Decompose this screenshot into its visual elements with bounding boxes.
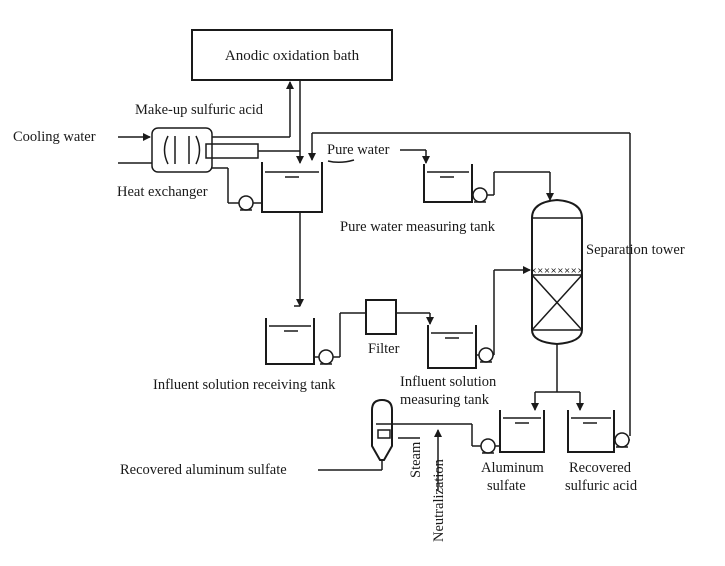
influent-measuring-label-2: measuring tank — [400, 392, 490, 408]
anodic-oxidation-bath: Anodic oxidation bath — [191, 29, 393, 81]
recovered-acid-tank — [567, 410, 615, 453]
influent-measuring-tank — [427, 325, 477, 369]
influent-receiving-label: Influent solution receiving tank — [153, 377, 336, 393]
recovered-acid-label-2: sulfuric acid — [565, 478, 638, 494]
makeup-acid-tube — [205, 143, 259, 159]
separation-tower-label: Separation tower — [586, 242, 685, 258]
recovered-al-label: Recovered aluminum sulfate — [120, 462, 287, 478]
pure-water-tank-label: Pure water measuring tank — [340, 219, 496, 235]
pure-water-measuring-tank — [423, 164, 473, 203]
influent-receiving-tank — [265, 318, 315, 365]
aluminum-label-2: sulfate — [487, 478, 526, 494]
svg-text:××××××××: ×××××××× — [530, 266, 584, 275]
cooling-water-label: Cooling water — [13, 129, 96, 145]
influent-pump — [476, 266, 531, 363]
crystallizer — [371, 398, 396, 461]
heat-exchanger-label: Heat exchanger — [117, 184, 208, 200]
filter-label: Filter — [368, 341, 400, 357]
aluminum-sulfate-tank — [499, 410, 545, 453]
aluminum-pump — [396, 423, 500, 454]
influent-measuring-label-1: Influent solution — [400, 374, 497, 390]
pure-water-squiggle — [327, 159, 355, 164]
pure-water-pump — [472, 171, 554, 203]
aluminum-label-1: Aluminum — [481, 460, 545, 476]
pure-water-label: Pure water — [327, 142, 390, 158]
separation-tower: ×××××××× — [530, 198, 584, 346]
steam-label: Steam — [408, 441, 424, 478]
circulation-tank — [261, 162, 323, 213]
heat-exchanger — [151, 127, 213, 173]
filter — [365, 299, 397, 335]
circulation-pump — [212, 167, 262, 211]
recovered-acid-pump — [614, 432, 630, 448]
recovered-acid-label-1: Recovered — [569, 460, 632, 476]
makeup-acid-label: Make-up sulfuric acid — [135, 102, 264, 118]
anodic-bath-label: Anodic oxidation bath — [225, 48, 360, 64]
neutralization-label: Neutralization — [431, 458, 447, 542]
receiving-pump — [314, 312, 366, 365]
